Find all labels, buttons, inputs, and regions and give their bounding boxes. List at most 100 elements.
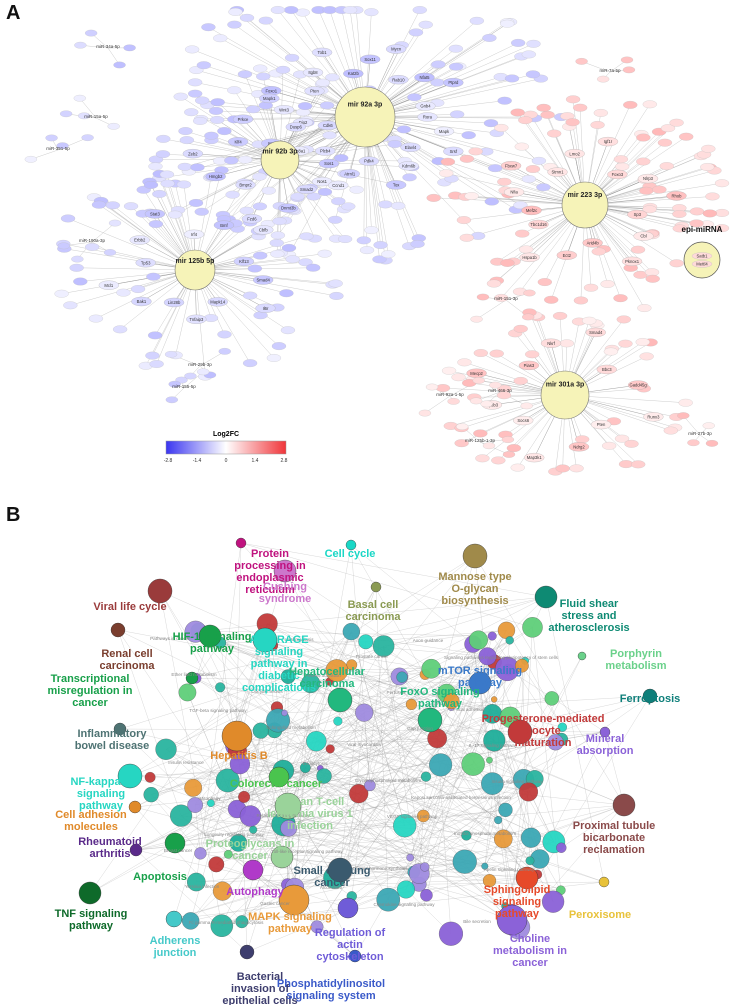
gene-label: Pias3	[524, 363, 535, 368]
pathway-node	[278, 884, 310, 916]
gene-node	[536, 103, 551, 112]
gene-label: Tob1	[318, 50, 328, 55]
gene-node	[381, 250, 396, 259]
gene-node	[497, 177, 512, 186]
epi-gene-label: Mettl4	[696, 262, 708, 267]
gene-node	[190, 163, 205, 172]
pathway-node	[208, 856, 225, 873]
mirna-gene-network: RoraMapkSrsfElavl4Kdm6bToxPdk4Atrnl1Nos1…	[24, 6, 730, 476]
gene-node	[448, 44, 463, 53]
gene-node	[494, 293, 509, 302]
gene-node	[233, 256, 255, 267]
pathway-node	[420, 889, 433, 902]
minor-pathway-label: Oocyte meiosis	[251, 689, 283, 694]
pathway-node	[438, 921, 463, 946]
gene-node	[615, 162, 630, 171]
gene-label: Cdk6	[323, 123, 333, 128]
gene-label: Smad4	[589, 330, 603, 335]
gene-label: Rab10	[392, 77, 405, 82]
gene-node	[519, 252, 540, 262]
pathway-node	[164, 832, 186, 854]
gene-node	[176, 180, 192, 189]
gene-node	[253, 251, 268, 260]
minor-mirna-label: miR-466-3p	[488, 388, 512, 393]
gene-label: Mef2c	[526, 208, 537, 213]
gene-node	[491, 456, 506, 465]
gene-node	[607, 169, 628, 180]
pathway-node	[494, 816, 503, 825]
gene-node	[637, 304, 652, 312]
minor-pathway-label: Breast cancer	[164, 848, 193, 853]
gene-node	[510, 463, 525, 472]
gene-node	[278, 203, 299, 213]
mirna-hub-node	[260, 140, 300, 180]
pathway-node	[345, 539, 357, 551]
gene-node	[687, 439, 700, 447]
pathway-node	[525, 856, 535, 866]
pathway-node	[333, 716, 343, 726]
legend-tick: 0	[225, 458, 228, 464]
gene-label: Tp53	[141, 260, 151, 265]
gene-label: Runx3	[647, 414, 660, 419]
gene-node	[182, 149, 204, 159]
pathway-node	[327, 857, 353, 883]
pathway-node	[235, 537, 247, 549]
pathway-node	[544, 691, 559, 706]
minor-pathway-label: Insulin signaling pathway	[491, 779, 543, 784]
gene-node	[447, 398, 460, 405]
pathway-node	[505, 636, 514, 645]
gene-node	[270, 231, 286, 240]
pathway-node	[187, 872, 206, 892]
pathway-label: Colorectal cancer	[230, 778, 323, 790]
gene-node	[700, 163, 715, 171]
pathway-node	[396, 880, 415, 899]
pathway-node	[481, 772, 504, 795]
pathway-label: Peroxisome	[569, 909, 631, 921]
gene-node	[714, 224, 730, 233]
gene-node	[130, 285, 146, 293]
pathway-node	[358, 634, 374, 650]
gene-node	[513, 415, 534, 426]
gene-label: Sox11	[364, 57, 376, 62]
pathway-node	[78, 881, 102, 905]
gene-node	[131, 296, 152, 307]
gene-node	[85, 29, 98, 37]
gene-node	[501, 436, 515, 443]
gene-node	[328, 180, 349, 191]
gene-node	[398, 161, 419, 171]
pathway-node	[417, 707, 443, 733]
gene-node	[603, 347, 619, 356]
pathway-node	[515, 658, 529, 673]
gene-node	[565, 118, 580, 127]
gene-node	[520, 402, 533, 410]
pathway-node	[496, 904, 528, 936]
gene-node	[464, 192, 479, 200]
gene-node	[73, 94, 86, 102]
pathway-node	[482, 874, 497, 888]
gene-node	[259, 93, 280, 104]
minor-pathway-label: Apelin signaling pathway	[484, 867, 535, 872]
pathway-node	[348, 949, 362, 963]
pathway-node	[273, 559, 297, 583]
gene-node	[252, 202, 267, 211]
minor-mirna-label: miR-351-5p	[46, 146, 70, 151]
gene-node	[208, 106, 224, 115]
gene-node	[193, 117, 208, 125]
pathway-node	[280, 819, 297, 837]
pathway-node	[215, 682, 226, 693]
gene-node	[482, 442, 496, 450]
pathway-node	[598, 876, 610, 888]
gene-node	[660, 124, 676, 133]
gene-node	[204, 131, 219, 140]
gene-node	[356, 236, 371, 245]
gene-node	[272, 217, 287, 226]
gene-node	[636, 133, 651, 142]
gene-node	[396, 125, 412, 134]
gene-node	[242, 359, 258, 368]
